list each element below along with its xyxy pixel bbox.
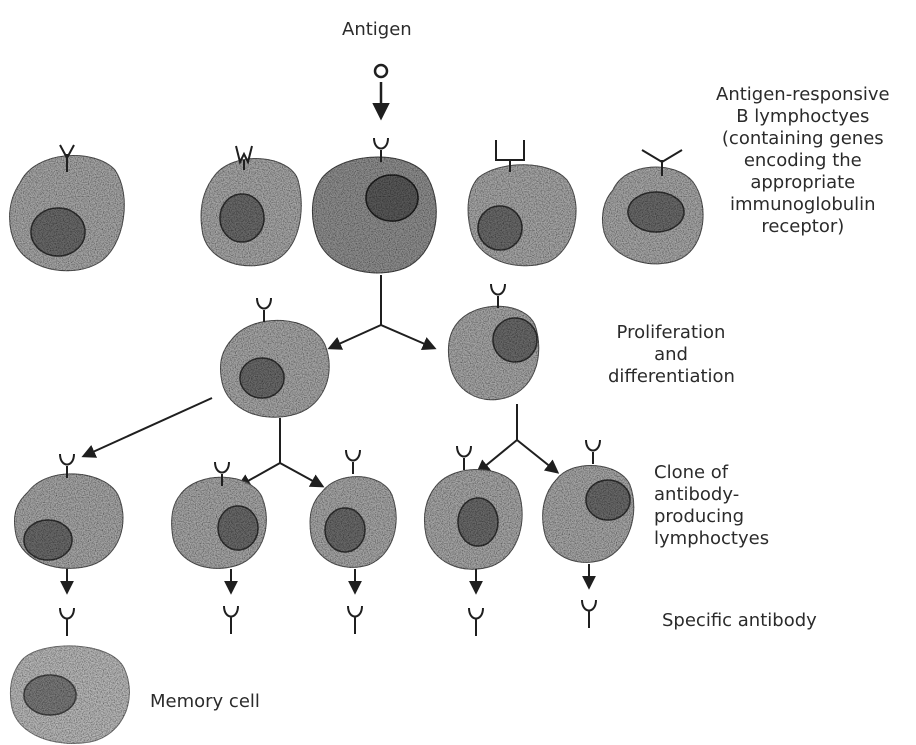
b-lymphocyte-2 [201, 146, 301, 266]
receptor-u-icon [586, 440, 600, 464]
receptor-u-icon [491, 284, 505, 308]
antigen-particle [375, 65, 387, 77]
clone-label: Clone of antibody- producing lymphoctyes [654, 462, 769, 550]
receptor-u-icon [457, 446, 471, 470]
receptor-u-icon [346, 450, 360, 474]
secreted-antibodies [60, 600, 596, 636]
b-lymphocyte-1 [10, 145, 125, 271]
antigen-label: Antigen [342, 19, 412, 41]
memory-cell-label: Memory cell [150, 691, 260, 713]
b-lymphocyte-responsive [312, 138, 436, 273]
proliferating-cell-right [448, 284, 538, 400]
clone-cell-4 [424, 446, 522, 569]
antibody-icon [582, 600, 596, 628]
secretion-arrows [67, 564, 589, 592]
clone-cell-3 [310, 450, 396, 567]
proliferating-cell-left [220, 298, 329, 417]
memory-cell [10, 646, 129, 744]
clone-cell-5 [543, 440, 634, 562]
antibody-icon [348, 606, 362, 634]
b-lymphocyte-5 [602, 150, 703, 264]
specific-antibody-label: Specific antibody [662, 610, 817, 632]
antibody-icon [469, 608, 483, 636]
antibody-icon [60, 608, 74, 636]
antibody-icon [224, 606, 238, 634]
b-lymphocyte-4 [468, 140, 576, 266]
clone-cell-1 [15, 454, 123, 568]
receptor-u-icon [257, 298, 271, 322]
proliferation-label: Proliferation and differentiation [608, 322, 734, 388]
proliferation-arrows [330, 275, 434, 348]
b-lymphocytes-label: Antigen-responsive B lymphoctyes (contai… [716, 84, 890, 238]
